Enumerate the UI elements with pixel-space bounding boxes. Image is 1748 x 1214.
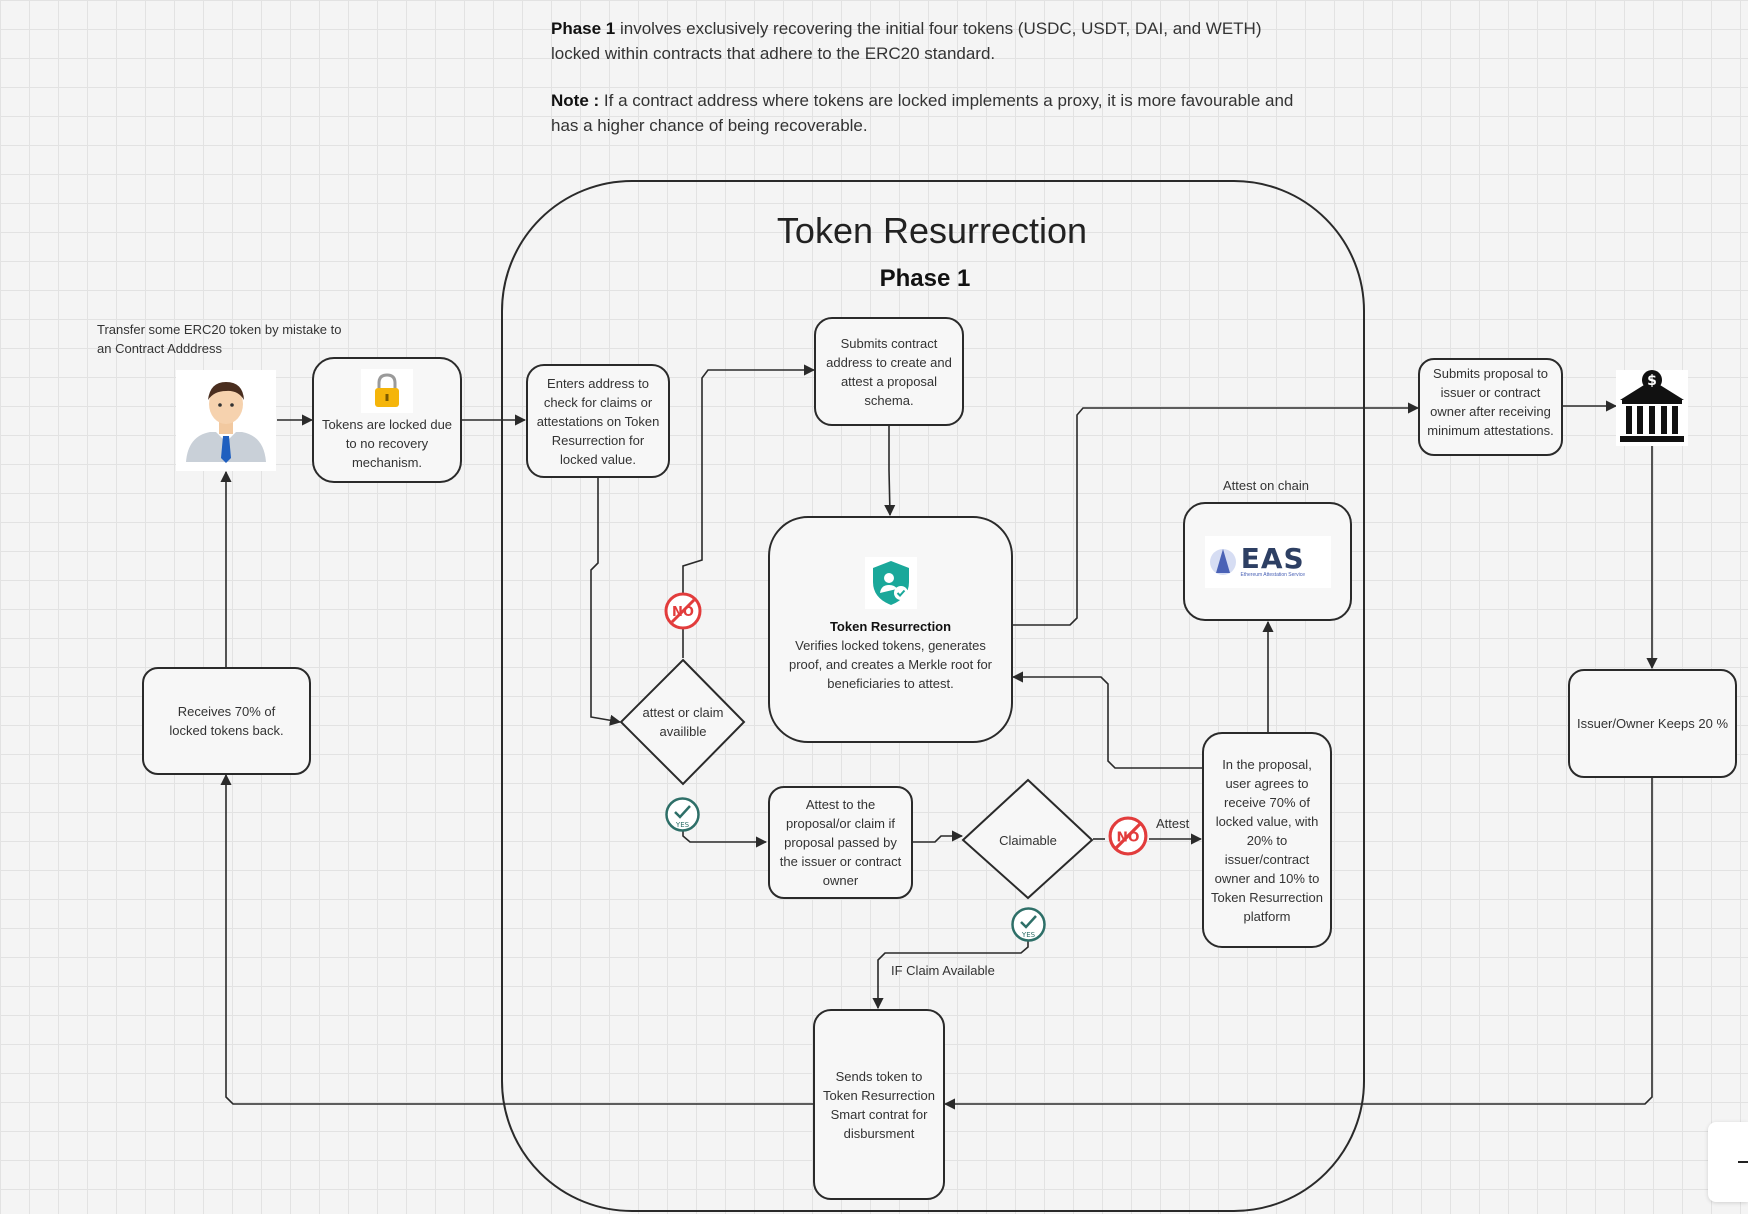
edge-submit-to-core [884, 426, 896, 517]
no-badge-icon-claimable: NO [1108, 816, 1148, 856]
submit-contract-node: Submits contract address to create and a… [814, 317, 964, 426]
intro-p1-bold: Phase 1 [551, 19, 616, 38]
shield-check-icon [864, 556, 917, 609]
no-badge-icon: NO [664, 592, 702, 630]
bank-icon: $ [1616, 370, 1688, 446]
edge-enter-to-decision [590, 478, 622, 726]
padlock-icon [361, 368, 413, 413]
submit-proposal-node: Submits proposal to issuer or contract o… [1418, 358, 1563, 456]
eas-logo: EAS Ethereum Attestation Service [1204, 535, 1331, 588]
submit-proposal-text: Submits proposal to issuer or contract o… [1427, 366, 1554, 438]
attest-edge-label: Attest [1156, 816, 1190, 831]
phase-intro-note: Phase 1 involves exclusively recovering … [551, 16, 1311, 160]
phase-container [501, 180, 1365, 1212]
attest-on-chain-caption: Attest on chain [1223, 478, 1309, 493]
agreement-node: In the proposal, user agrees to receive … [1202, 732, 1332, 948]
decision-claimable-label: Claimable [999, 832, 1057, 848]
submit-contract-text: Submits contract address to create and a… [826, 335, 952, 408]
enter-address-text: Enters address to check for claims or at… [536, 375, 660, 467]
issuer-keeps-node: Issuer/Owner Keeps 20 % [1568, 669, 1737, 778]
yes-badge-text: YES [675, 821, 690, 829]
enter-address-node: Enters address to check for claims or at… [526, 364, 670, 478]
edge-agreement-to-core [1011, 671, 1202, 769]
attest-proposal-node: Attest to the proposal/or claim if propo… [768, 786, 913, 899]
edge-attest-to-claimable [913, 830, 964, 843]
intro-p2-bold: Note : [551, 91, 600, 110]
zoom-out-icon[interactable] [1738, 1161, 1748, 1163]
agreement-text: In the proposal, user agrees to receive … [1211, 756, 1323, 924]
core-text: Verifies locked tokens, generates proof,… [788, 637, 993, 691]
token-resurrection-core-node: Token Resurrection Verifies locked token… [768, 516, 1013, 743]
zoom-panel[interactable] [1708, 1122, 1748, 1202]
edge-claimable-yes-to-sends [872, 941, 1029, 1010]
eas-tagline: Ethereum Attestation Service [1240, 572, 1305, 578]
eas-wordmark: EAS [1240, 542, 1305, 575]
core-title: Token Resurrection [829, 618, 952, 634]
user-avatar-icon [176, 370, 276, 471]
yes-badge-claimable-text: YES [1021, 931, 1036, 939]
receives-back-node: Receives 70% of locked tokens back. [142, 667, 311, 775]
edge-decision-no-to-submit [682, 364, 816, 658]
if-claim-label: IF Claim Available [891, 963, 995, 978]
attest-proposal-text: Attest to the proposal/or claim if propo… [779, 797, 902, 888]
edge-issuer-to-sends [943, 778, 1653, 1110]
edge-sends-to-receives [220, 773, 813, 1105]
decision-available-label: attest or claim availible [642, 705, 724, 739]
issuer-keeps-text: Issuer/Owner Keeps 20 % [1576, 716, 1729, 731]
intro-p1-text: involves exclusively recovering the init… [551, 19, 1262, 63]
eas-triangle-icon [1209, 548, 1236, 575]
intro-p2-text: If a contract address where tokens are l… [551, 91, 1294, 135]
edge-core-to-proposal [1012, 402, 1420, 626]
diagram-title: Token Resurrection [776, 210, 1088, 251]
locked-tokens-text: Tokens are locked due to no recovery mec… [321, 416, 453, 470]
diagram-subtitle: Phase 1 [879, 265, 971, 292]
decision-claimable-shape [961, 778, 1094, 900]
sends-token-text: Sends token to Token Resurrection Smart … [823, 1068, 935, 1141]
yes-badge-icon-claimable: YES [1011, 907, 1046, 942]
bank-dollar-symbol: $ [1647, 373, 1657, 389]
eas-node: EAS Ethereum Attestation Service [1183, 502, 1352, 621]
locked-tokens-node: Tokens are locked due to no recovery mec… [312, 357, 462, 483]
decision-available-shape [619, 658, 746, 786]
edge-decision-yes-to-attest [682, 830, 768, 848]
yes-badge-icon: YES [665, 797, 700, 832]
receives-back-text: Receives 70% of locked tokens back. [169, 704, 284, 738]
user-caption: Transfer some ERC20 token by mistake to … [97, 322, 342, 356]
sends-token-node: Sends token to Token Resurrection Smart … [813, 1009, 945, 1200]
